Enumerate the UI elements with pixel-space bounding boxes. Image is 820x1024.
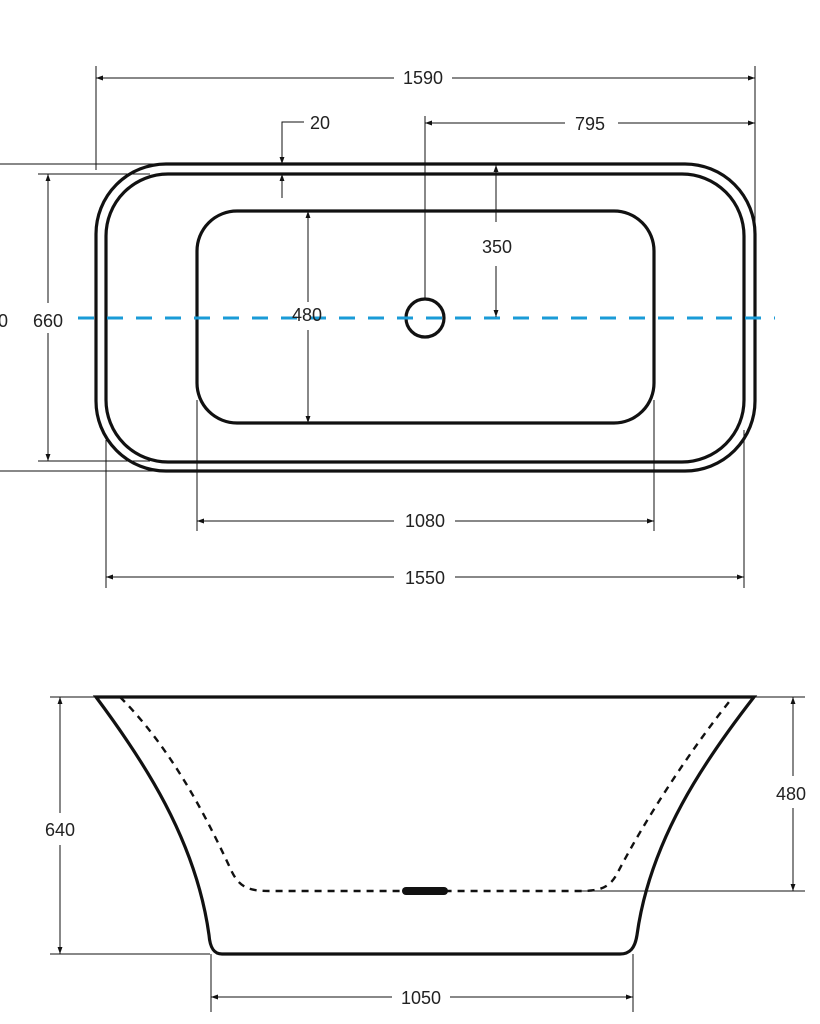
label-overall-height: 640 [45,820,75,840]
top-view: 1590 795 20 350 480 [0,66,775,588]
dim-overall-length: 1590 [96,68,755,88]
label-inner-width: 660 [33,311,63,331]
label-overall-length: 1590 [403,68,443,88]
side-view: 640 480 1050 [45,695,806,1012]
dim-overall-height: 640 [45,697,75,954]
tub-interior-dashed [119,696,734,893]
dim-rim-thickness: 20 [279,113,330,198]
dim-drain-to-edge: 350 [482,165,512,317]
label-inner-depth: 480 [776,784,806,804]
label-rim-thickness: 20 [310,113,330,133]
label-base-length: 1050 [401,988,441,1008]
label-inner-length: 1550 [405,568,445,588]
dim-inner-length: 1550 [106,568,744,588]
label-basin-width: 480 [292,305,322,325]
drain-plug [402,887,448,895]
tub-body-outline [92,695,758,956]
dim-inner-depth: 480 [776,697,806,891]
dim-drain-offset: 795 [425,114,755,134]
dim-basin-width: 480 [292,211,322,423]
label-drain-to-edge: 350 [482,237,512,257]
label-drain-offset: 795 [575,114,605,134]
dim-basin-length: 1080 [197,511,654,531]
dim-inner-width: 660 [33,174,63,461]
dim-base-length: 1050 [211,988,633,1008]
label-outer-width-partial: 0 [0,311,8,331]
label-basin-length: 1080 [405,511,445,531]
